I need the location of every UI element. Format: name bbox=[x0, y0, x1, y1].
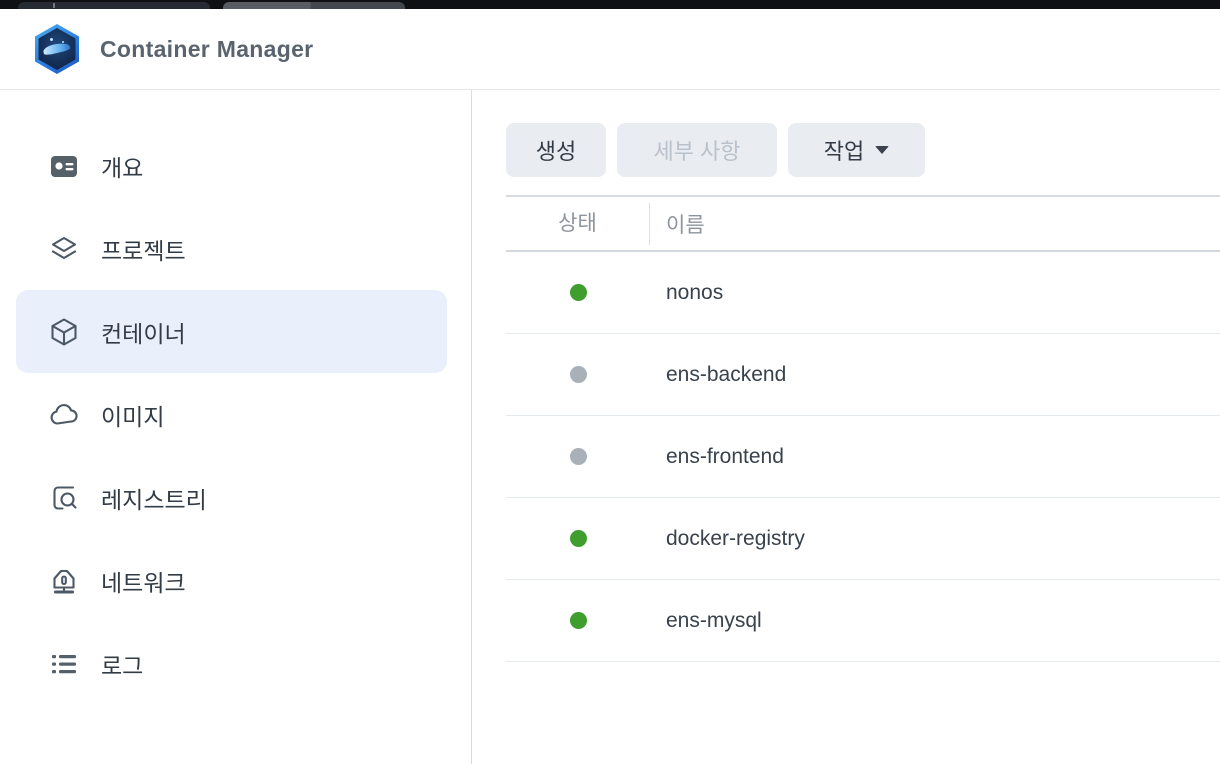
sidebar-item-label: 네트워크 bbox=[101, 569, 186, 596]
sidebar-item-images[interactable]: 이미지 bbox=[16, 373, 447, 456]
table-header: 상태 이름 bbox=[506, 195, 1220, 252]
column-header-name[interactable]: 이름 bbox=[666, 213, 705, 237]
sidebar-item-label: 이미지 bbox=[101, 403, 165, 430]
create-button[interactable]: 생성 bbox=[506, 123, 606, 177]
sidebar-item-label: 프로젝트 bbox=[101, 237, 186, 264]
browser-tab[interactable] bbox=[18, 2, 210, 9]
container-name: docker-registry bbox=[666, 526, 805, 550]
sidebar-item-label: 개요 bbox=[101, 154, 144, 181]
chevron-down-icon bbox=[875, 146, 890, 154]
sidebar-item-registry[interactable]: 레지스트리 bbox=[16, 456, 447, 539]
column-header-status[interactable]: 상태 bbox=[506, 202, 650, 245]
sidebar-item-overview[interactable]: 개요 bbox=[16, 124, 447, 207]
sidebar-item-projects[interactable]: 프로젝트 bbox=[16, 207, 447, 290]
sidebar-item-label: 로그 bbox=[101, 652, 144, 679]
status-cell bbox=[506, 366, 650, 383]
cube-icon bbox=[51, 317, 77, 346]
action-dropdown-button[interactable]: 작업 bbox=[788, 123, 925, 177]
status-indicator bbox=[569, 448, 587, 465]
status-indicator bbox=[569, 530, 587, 547]
status-cell bbox=[506, 448, 650, 465]
document-search-icon bbox=[53, 485, 77, 510]
app-header: Container Manager bbox=[0, 9, 1220, 90]
sidebar-item-label: 컨테이너 bbox=[101, 320, 186, 347]
status-cell bbox=[506, 612, 650, 629]
container-name: ens-mysql bbox=[666, 608, 762, 632]
browser-tab-strip bbox=[0, 0, 1220, 9]
table-row[interactable]: ens-mysql bbox=[506, 580, 1220, 662]
browser-tab[interactable] bbox=[223, 2, 405, 9]
table-row[interactable]: nonos bbox=[506, 252, 1220, 334]
status-indicator bbox=[569, 284, 587, 301]
status-cell bbox=[506, 284, 650, 301]
main-content: 생성 세부 사항 작업 상태 이름 nonos ens-backend bbox=[472, 90, 1220, 764]
table-row[interactable]: ens-backend bbox=[506, 334, 1220, 416]
container-name: ens-frontend bbox=[666, 444, 784, 468]
status-indicator bbox=[569, 366, 587, 383]
page-title: Container Manager bbox=[100, 35, 314, 62]
sidebar-item-containers[interactable]: 컨테이너 bbox=[16, 290, 447, 373]
table-row[interactable]: ens-frontend bbox=[506, 416, 1220, 498]
list-icon bbox=[52, 654, 76, 673]
sidebar: 개요 프로젝트 컨테이너 이미지 bbox=[0, 90, 472, 764]
container-manager-logo-icon bbox=[32, 24, 82, 74]
container-table: 상태 이름 nonos ens-backend ens-frontend doc… bbox=[506, 195, 1220, 662]
details-button[interactable]: 세부 사항 bbox=[617, 123, 777, 177]
cloud-icon bbox=[50, 403, 78, 425]
sidebar-item-label: 레지스트리 bbox=[101, 486, 207, 513]
sidebar-item-logs[interactable]: 로그 bbox=[16, 622, 447, 705]
action-button-label: 작업 bbox=[823, 139, 865, 164]
status-cell bbox=[506, 530, 650, 547]
table-row[interactable]: docker-registry bbox=[506, 498, 1220, 580]
tab-favicon bbox=[53, 3, 55, 8]
overview-card-icon bbox=[51, 155, 77, 177]
network-hub-icon bbox=[53, 569, 75, 593]
container-name: ens-backend bbox=[666, 362, 787, 386]
container-name: nonos bbox=[666, 280, 724, 304]
sidebar-item-network[interactable]: 네트워크 bbox=[16, 539, 447, 622]
status-indicator bbox=[569, 612, 587, 629]
toolbar: 생성 세부 사항 작업 bbox=[506, 123, 1220, 177]
layers-icon bbox=[51, 236, 77, 259]
